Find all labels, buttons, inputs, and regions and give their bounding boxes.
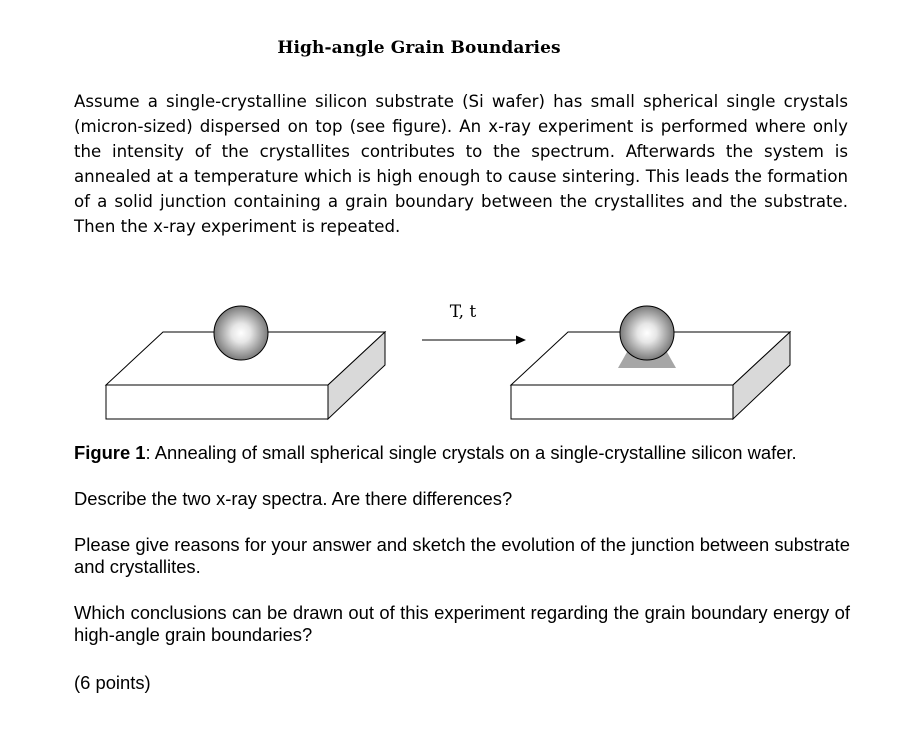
figure-annealing: T, t	[96, 295, 816, 425]
figure-caption-label: Figure 1	[74, 442, 146, 463]
question-3: Which conclusions can be drawn out of th…	[74, 602, 850, 645]
crystal-sphere-before	[213, 305, 269, 361]
crystal-sphere-after	[619, 305, 675, 361]
annealing-arrowhead	[516, 335, 526, 345]
question-1: Describe the two x-ray spectra. Are ther…	[74, 488, 513, 509]
figure-illustration: T, t	[104, 302, 792, 421]
substrate-before-front	[105, 384, 329, 420]
figure-caption: Figure 1: Annealing of small spherical s…	[74, 442, 850, 464]
figure-caption-text: : Annealing of small spherical single cr…	[145, 442, 797, 463]
substrate-after-front	[510, 384, 734, 420]
arrow-label: T, t	[450, 302, 477, 322]
page-title: High-angle Grain Boundaries	[277, 38, 561, 58]
problem-statement: Assume a single-crystalline silicon subs…	[74, 92, 848, 236]
question-2: Please give reasons for your answer and …	[74, 534, 850, 577]
points-label: (6 points)	[74, 672, 151, 693]
